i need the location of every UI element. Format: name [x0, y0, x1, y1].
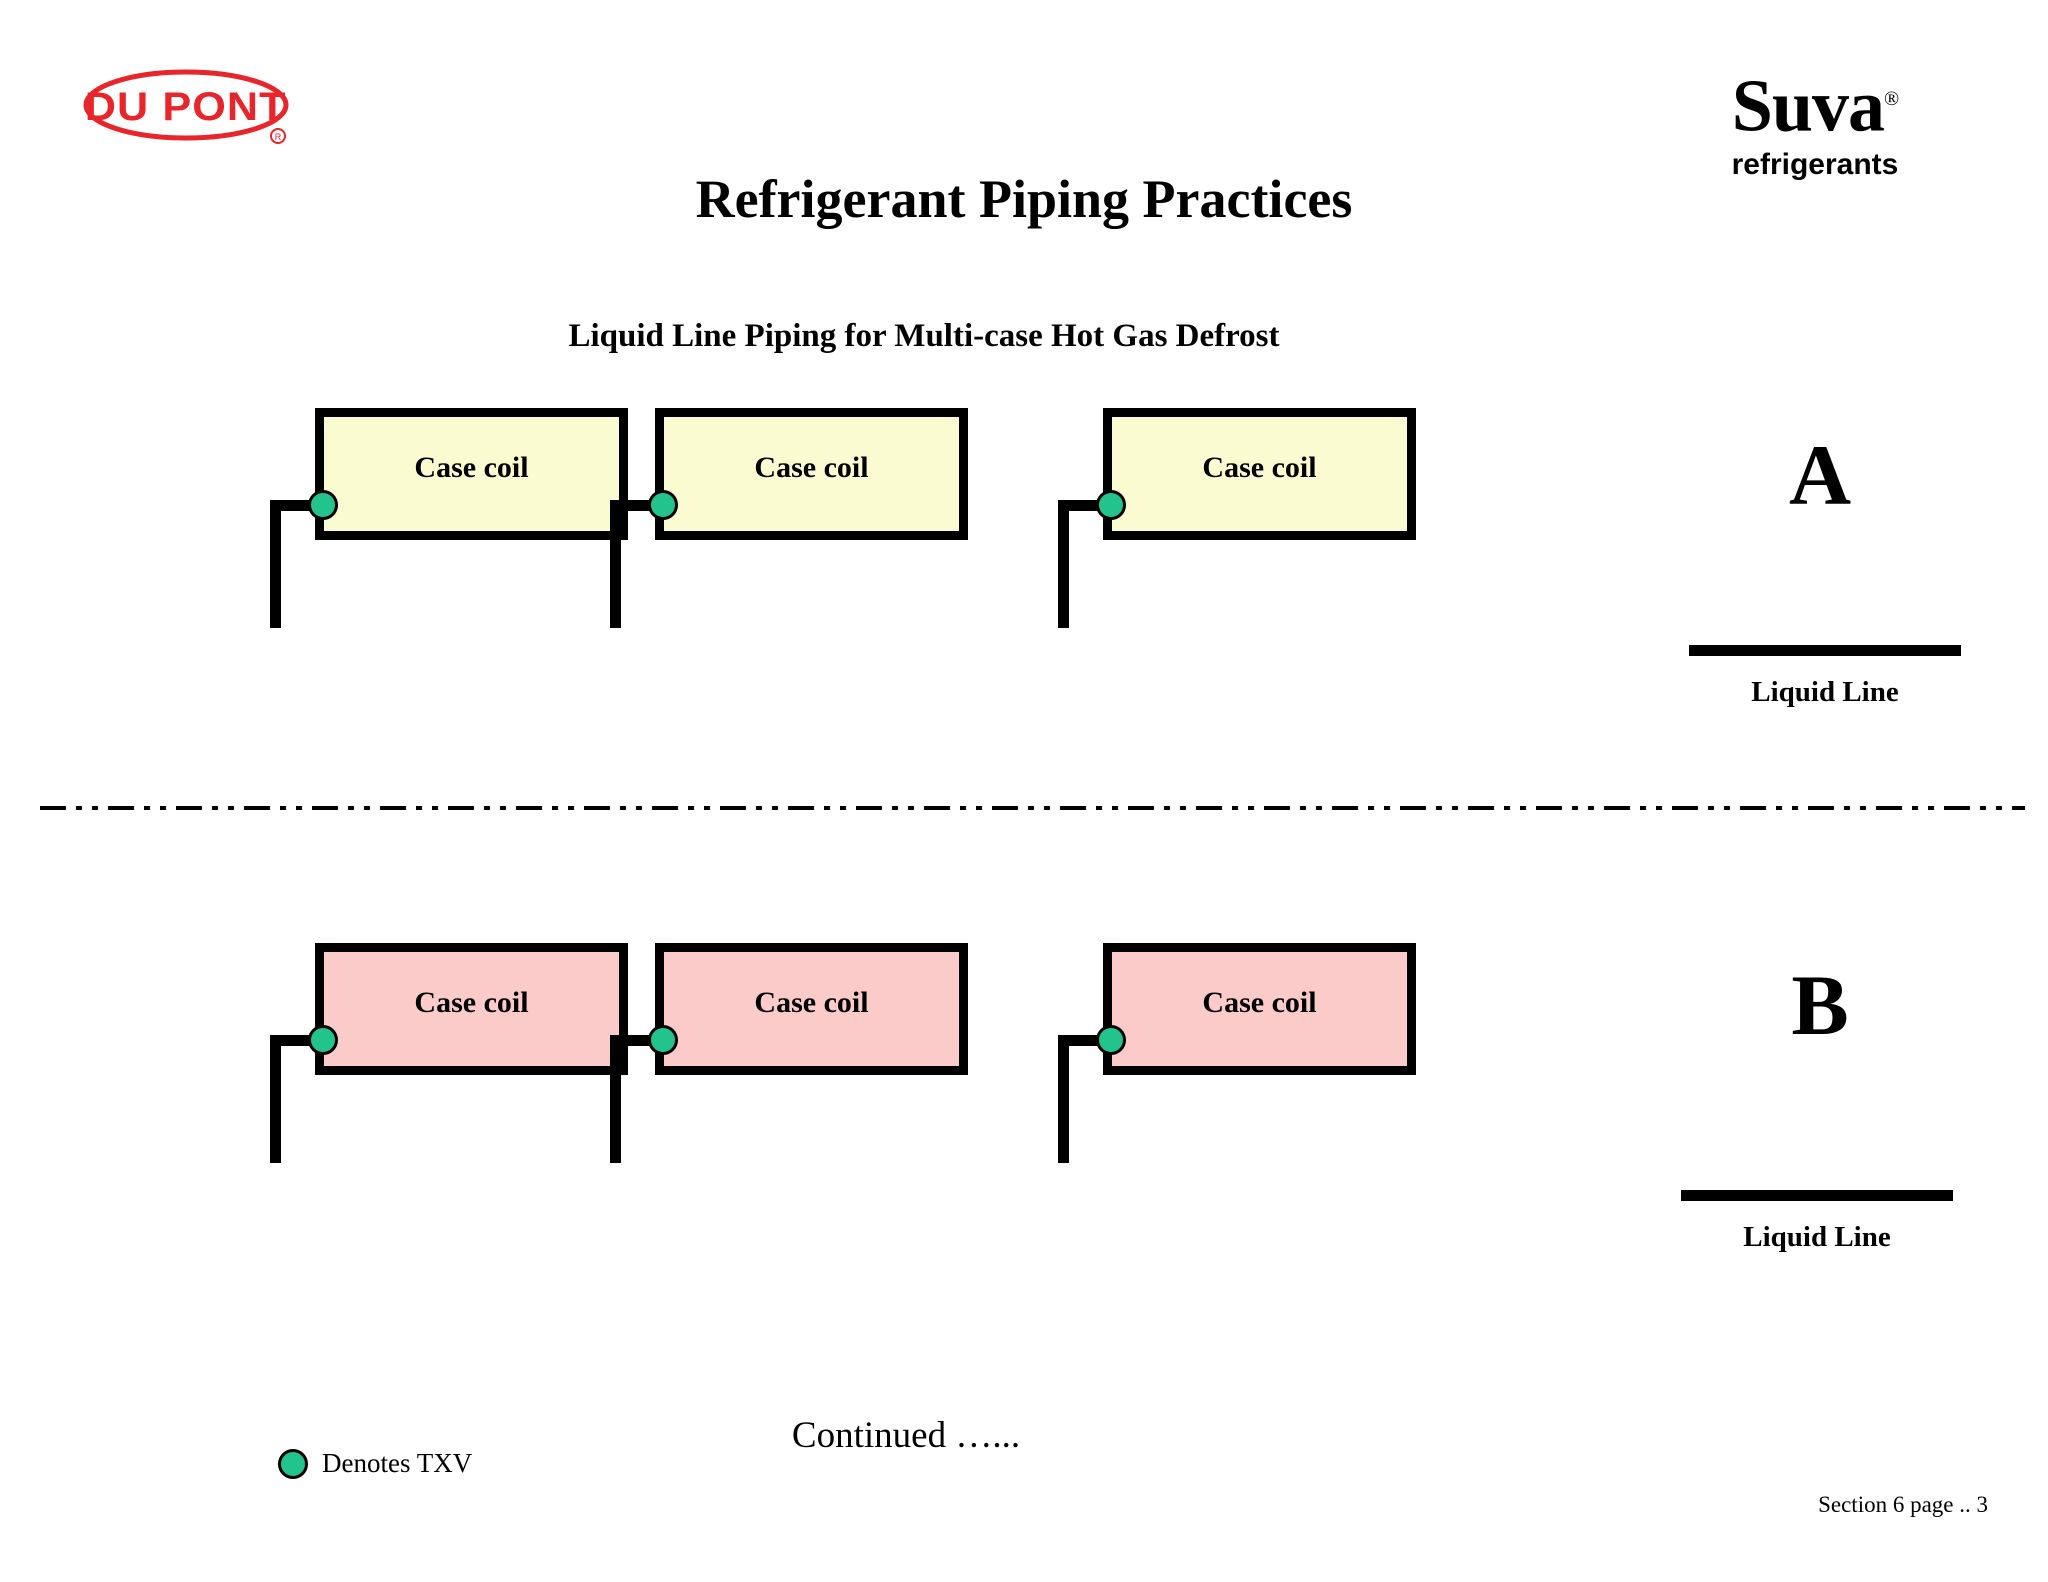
dupont-logo: DU PONT R — [82, 62, 300, 148]
svg-text:DU PONT: DU PONT — [85, 83, 287, 128]
case-coil-label: Case coil — [414, 986, 529, 1019]
case-coil-box: Case coil — [1103, 408, 1416, 540]
page-subtitle: Liquid Line Piping for Multi-case Hot Ga… — [568, 318, 1280, 354]
coil-unit-b3: Case coil — [1058, 935, 1458, 1235]
case-coil-box: Case coil — [1103, 943, 1416, 1075]
txv-valve-icon — [308, 1025, 338, 1055]
liquid-pipe-vertical — [1058, 500, 1069, 628]
diagram-section-b: Case coil Case coil Case coil — [0, 935, 2048, 1275]
txv-valve-icon — [1096, 490, 1126, 520]
txv-valve-icon — [648, 1025, 678, 1055]
case-coil-box: Case coil — [315, 943, 628, 1075]
liquid-pipe-horizontal — [1058, 1035, 1114, 1046]
liquid-pipe-vertical — [1058, 1035, 1069, 1163]
txv-valve-icon — [1096, 1025, 1126, 1055]
diagram-section-a: Case coil Case coil Case coil — [0, 400, 2048, 740]
txv-valve-icon — [308, 490, 338, 520]
section-letter-b: B — [1791, 957, 1849, 1053]
txv-legend-label: Denotes TXV — [322, 1448, 473, 1478]
coil-unit-a3: Case coil — [1058, 400, 1458, 700]
page-title: Refrigerant Piping Practices — [695, 169, 1353, 229]
suva-word-text: Suva — [1731, 65, 1885, 148]
coil-unit-b1: Case coil — [270, 935, 670, 1235]
suva-subtitle: refrigerants — [1731, 147, 1899, 181]
liquid-line-bar — [1681, 1190, 1953, 1201]
coil-unit-a1: Case coil — [270, 400, 670, 700]
registered-mark-icon: ® — [1884, 88, 1899, 110]
case-coil-label: Case coil — [1202, 986, 1317, 1019]
suva-wordmark: Suva® — [1690, 60, 1940, 146]
liquid-line-label: Liquid Line — [1751, 676, 1899, 708]
liquid-pipe-horizontal — [1058, 500, 1114, 511]
txv-legend: Denotes TXV — [278, 1448, 472, 1479]
case-coil-box: Case coil — [655, 943, 968, 1075]
coil-unit-a2: Case coil — [610, 400, 1010, 700]
liquid-line-legend-a: Liquid Line — [1680, 645, 1970, 709]
svg-text:R: R — [275, 132, 282, 142]
case-coil-label: Case coil — [414, 451, 529, 484]
case-coil-label: Case coil — [1202, 451, 1317, 484]
case-coil-label: Case coil — [754, 986, 869, 1019]
liquid-line-legend-b: Liquid Line — [1672, 1190, 1962, 1254]
continued-text: Continued …... — [791, 1415, 1021, 1456]
section-divider — [40, 806, 2025, 810]
txv-legend-icon — [278, 1448, 308, 1479]
liquid-pipe-vertical — [270, 1035, 281, 1163]
txv-valve-icon — [648, 490, 678, 520]
liquid-pipe-horizontal — [610, 1035, 666, 1046]
liquid-line-label: Liquid Line — [1743, 1221, 1891, 1253]
dupont-logo-icon: DU PONT R — [83, 69, 289, 144]
liquid-pipe-vertical — [610, 500, 621, 628]
suva-logo: Suva® refrigerants — [1690, 60, 1940, 182]
liquid-pipe-vertical — [610, 1035, 621, 1163]
case-coil-label: Case coil — [754, 451, 869, 484]
liquid-pipe-vertical — [270, 500, 281, 628]
section-letter-a: A — [1788, 427, 1852, 523]
liquid-pipe-horizontal — [610, 500, 666, 511]
liquid-line-bar — [1689, 645, 1961, 656]
liquid-pipe-horizontal — [270, 1035, 326, 1046]
coil-unit-b2: Case coil — [610, 935, 1010, 1235]
continued-note: Continued …... — [0, 1414, 2048, 1457]
footer-page-reference: Section 6 page .. 3 — [1818, 1492, 1988, 1517]
liquid-pipe-horizontal — [270, 500, 326, 511]
case-coil-box: Case coil — [655, 408, 968, 540]
case-coil-box: Case coil — [315, 408, 628, 540]
